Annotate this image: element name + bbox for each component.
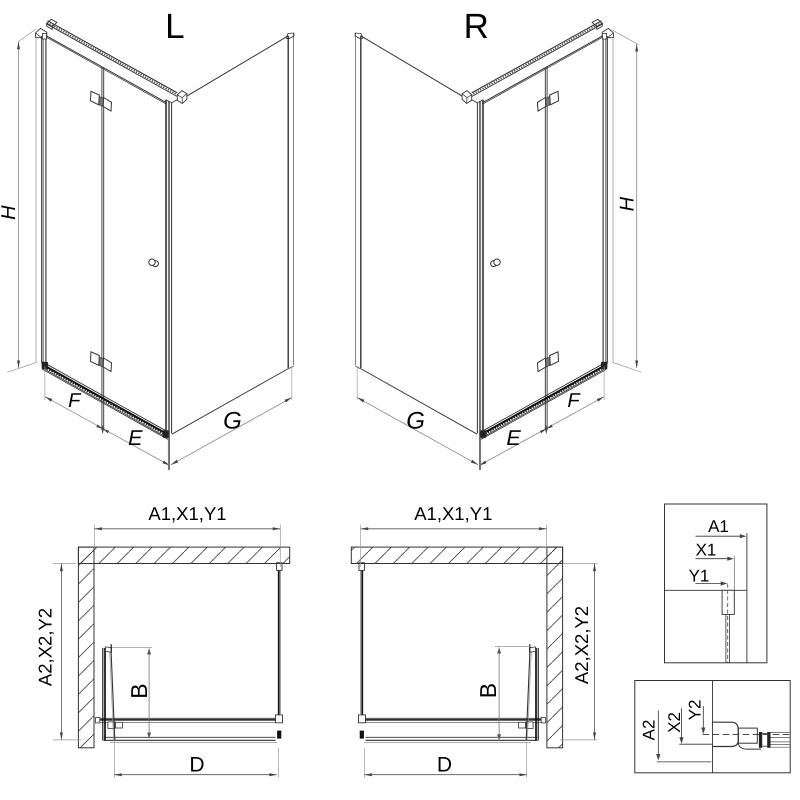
svg-text:D: D: [437, 753, 452, 776]
svg-text:H: H: [617, 196, 639, 211]
svg-text:L: L: [165, 7, 184, 46]
svg-text:D: D: [189, 753, 204, 776]
svg-text:X1: X1: [696, 541, 717, 560]
svg-text:A1,X1,Y1: A1,X1,Y1: [148, 503, 226, 524]
svg-text:A1: A1: [708, 517, 729, 536]
svg-text:H: H: [0, 205, 20, 220]
svg-text:G: G: [223, 407, 242, 434]
svg-text:E: E: [506, 426, 521, 450]
svg-text:Y2: Y2: [686, 700, 705, 721]
svg-text:A1,X1,Y1: A1,X1,Y1: [414, 503, 492, 524]
svg-text:B: B: [126, 683, 152, 698]
svg-text:E: E: [128, 426, 143, 450]
svg-text:A2: A2: [640, 720, 659, 741]
svg-text:Y1: Y1: [689, 567, 710, 586]
svg-text:F: F: [567, 390, 581, 412]
svg-text:R: R: [464, 7, 489, 46]
svg-text:A2,X2,Y2: A2,X2,Y2: [34, 608, 55, 686]
svg-text:G: G: [406, 407, 425, 434]
svg-text:A2,X2,Y2: A2,X2,Y2: [571, 606, 592, 684]
svg-text:F: F: [68, 390, 82, 412]
svg-text:X2: X2: [665, 712, 684, 733]
svg-text:B: B: [475, 683, 501, 698]
